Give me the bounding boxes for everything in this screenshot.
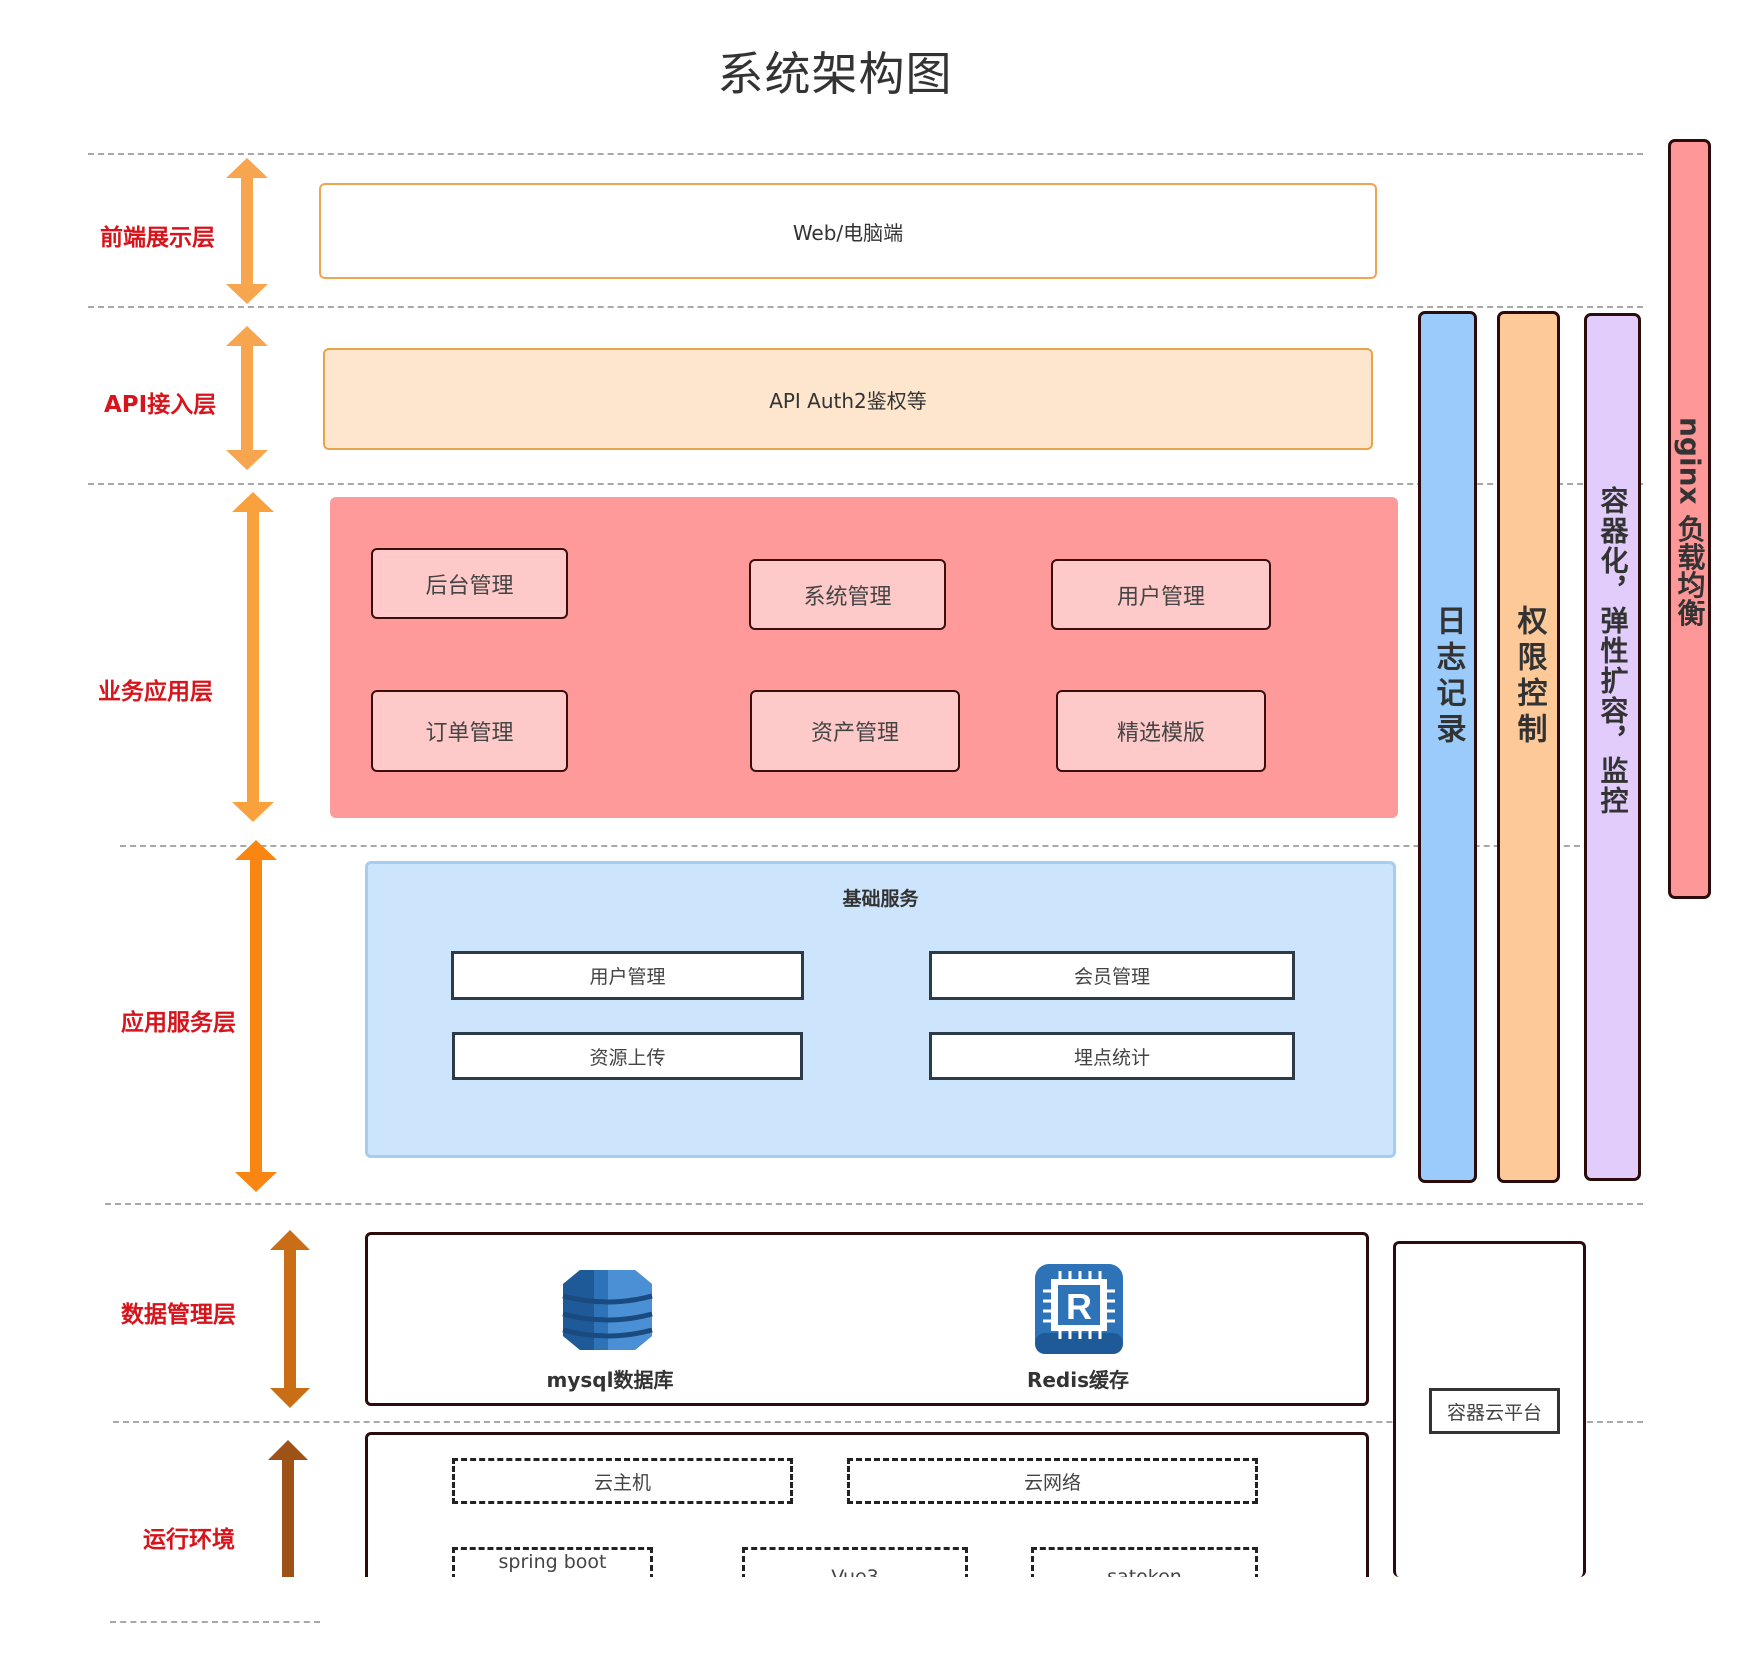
separator-line [105,1203,1643,1205]
business-item-label: 用户管理 [1116,584,1205,610]
business-item[interactable]: 订单管理 [371,690,568,772]
business-item-label: 资产管理 [810,721,899,746]
business-item-label: 订单管理 [425,721,514,746]
layer-label-frontend: 前端展示层 [100,225,215,251]
side-bar-label: 容器化，弹性扩容，监控 [1596,486,1630,816]
business-item[interactable]: 系统管理 [749,559,946,630]
double-arrow-icon [232,492,274,822]
service-item[interactable]: 会员管理 [929,951,1295,1000]
service-item-label: 埋点统计 [1073,1046,1150,1069]
side-bar-logging[interactable]: 日志记录 [1418,311,1477,1183]
base-services-title: 基础服务 [842,888,919,910]
layer-label-business: 业务应用层 [98,679,213,705]
double-arrow-shape [270,1230,310,1408]
business-item-label: 后台管理 [425,573,514,599]
separator-line [88,306,1643,308]
cloud-platform-label[interactable]: 容器云平台 [1429,1388,1560,1434]
cloud-platform-text: 容器云平台 [1446,1401,1542,1424]
runtime-item[interactable]: 云主机 [452,1458,793,1504]
business-item-label: 精选模版 [1116,721,1205,746]
double-arrow-shape [232,492,274,822]
service-item[interactable]: 用户管理 [451,951,804,1000]
redis-chip-icon: R [1034,1263,1124,1355]
side-bar-label: 日志记录 [1430,605,1466,749]
side-bar-label: nginx 负载均衡 [1673,417,1707,627]
business-item[interactable]: 后台管理 [371,548,568,619]
double-arrow-shape [268,1440,308,1597]
service-item[interactable]: 埋点统计 [929,1032,1295,1080]
business-item[interactable]: 用户管理 [1051,559,1271,630]
business-item[interactable]: 资产管理 [750,690,960,772]
data-layer-container [365,1232,1369,1406]
separator-line [88,483,1643,485]
frontend-web-label: Web/电脑端 [792,220,904,245]
frontend-web-box[interactable]: Web/电脑端 [319,183,1377,279]
runtime-item-label: 云主机 [593,1471,651,1494]
layer-label-runtime: 运行环境 [143,1527,235,1553]
base-services-container [365,861,1396,1158]
double-arrow-icon [270,1230,310,1408]
separator-line [110,1621,320,1623]
runtime-item[interactable]: 云网络 [847,1458,1258,1504]
service-item-label: 资源上传 [589,1046,666,1069]
business-item[interactable]: 精选模版 [1056,690,1266,772]
double-arrow-icon [235,840,277,1192]
api-auth-label: API Auth2鉴权等 [769,388,927,413]
double-arrow-icon [226,158,268,304]
service-item-label: 会员管理 [1073,966,1150,988]
mysql-label: mysql数据库 [546,1368,674,1392]
side-bar-label: 权限控制 [1511,605,1547,749]
svg-text:R: R [1066,1286,1092,1327]
separator-line [88,153,1643,155]
layer-label-data: 数据管理层 [121,1302,236,1328]
runtime-item-label: 云网络 [1023,1471,1081,1494]
business-item-label: 系统管理 [803,584,892,610]
diagram-title: 系统架构图 [717,47,953,101]
side-bar-nginx[interactable]: nginx 负载均衡 [1668,139,1711,899]
layer-label-api: API接入层 [104,392,217,418]
redis-label: Redis缓存 [1026,1368,1130,1392]
double-arrow-icon [268,1440,308,1597]
service-item[interactable]: 资源上传 [452,1032,803,1080]
side-bar-container-scaling[interactable]: 容器化，弹性扩容，监控 [1584,313,1641,1181]
double-arrow-shape [226,158,268,304]
layer-label-service: 应用服务层 [121,1010,236,1036]
api-auth-box[interactable]: API Auth2鉴权等 [323,348,1373,450]
double-arrow-shape [235,840,277,1192]
service-item-label: 用户管理 [589,966,666,988]
side-bar-permission[interactable]: 权限控制 [1497,311,1560,1183]
separator-line [120,845,1620,847]
double-arrow-shape [226,326,268,470]
double-arrow-icon [226,326,268,470]
separator-line [113,1421,1643,1423]
database-icon [560,1262,655,1357]
runtime-item-label: spring boot [498,1551,607,1573]
